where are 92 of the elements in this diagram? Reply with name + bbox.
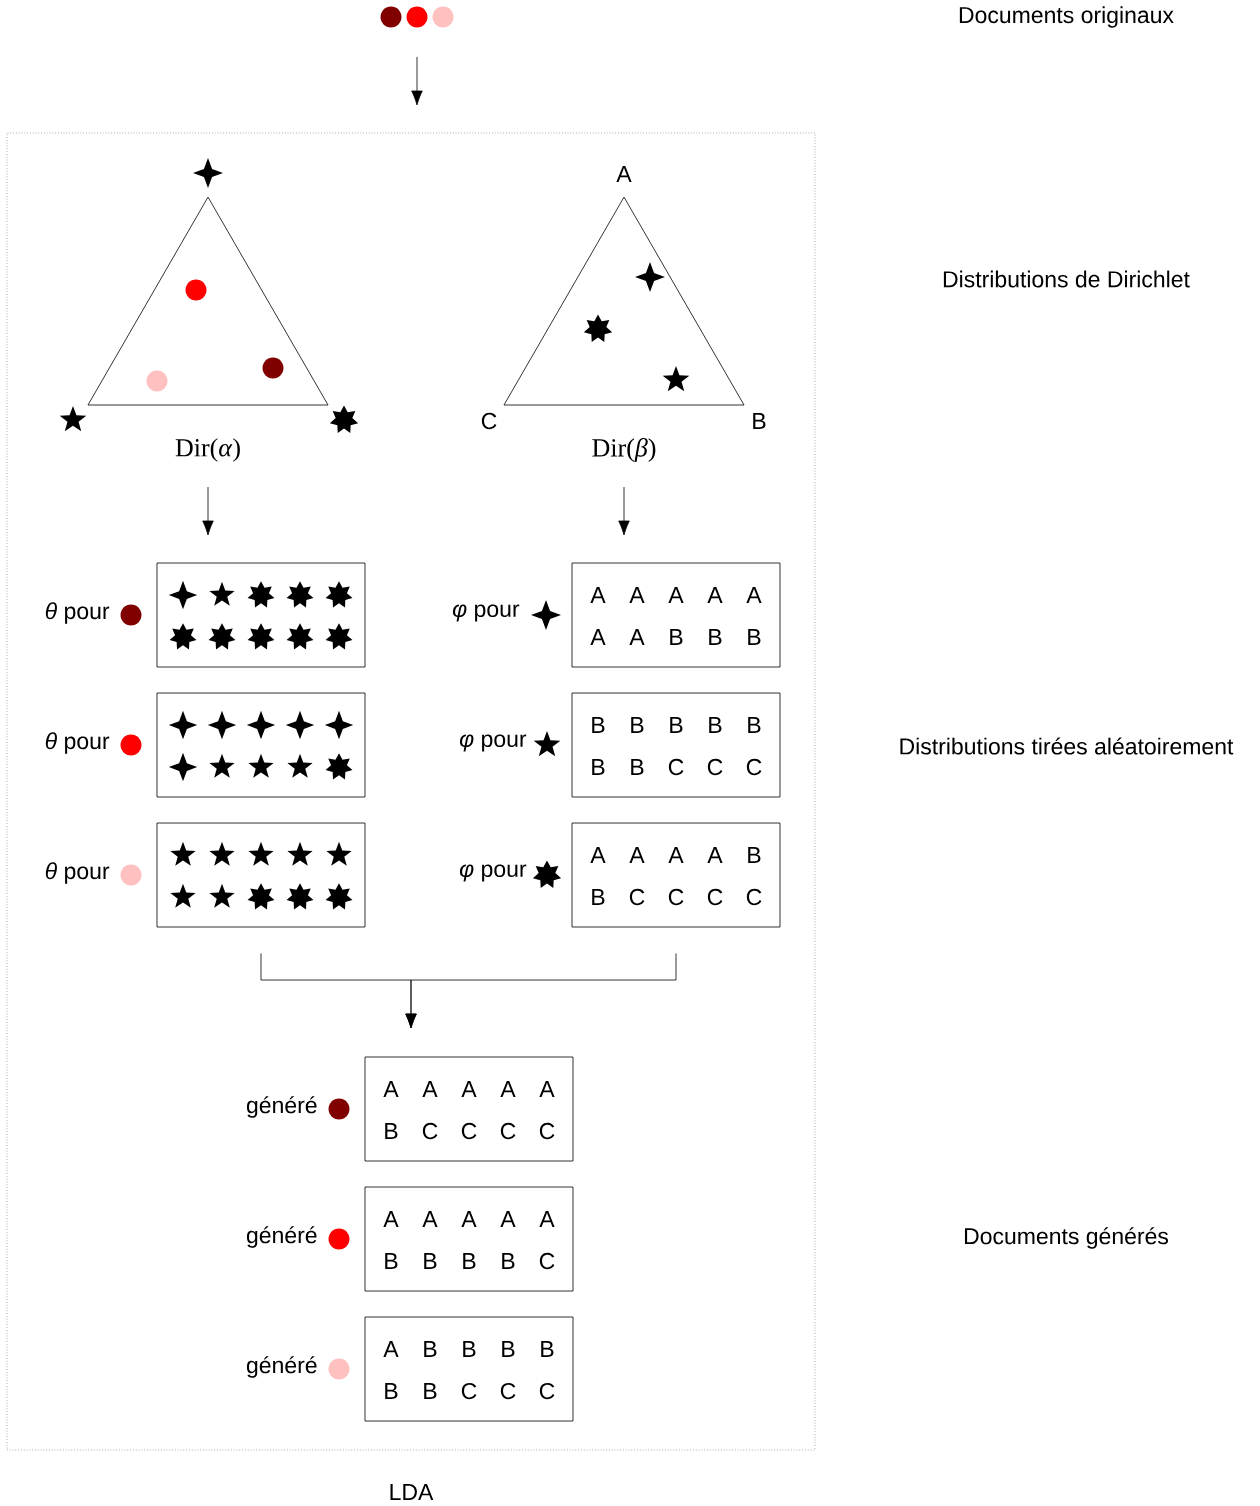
node-label: B	[463, 1341, 476, 1357]
node-label: C	[539, 1122, 555, 1140]
vertex-label: C	[481, 412, 497, 430]
letter-box: A A A A B B C C C C	[571, 822, 781, 928]
node-label: C	[461, 1122, 477, 1140]
dot	[432, 6, 454, 28]
frame-title: LDA	[390, 1484, 434, 1500]
stage-label: Documents générés	[964, 1227, 1169, 1249]
letter-box: B B B B B B B C C C	[571, 692, 781, 798]
row-label: généré	[246, 1226, 317, 1248]
node-label: C	[668, 888, 684, 906]
node-label: C	[668, 758, 684, 776]
node-label: B	[424, 1253, 437, 1269]
node-label: A	[668, 847, 684, 863]
arrow	[618, 486, 630, 536]
node-label: B	[424, 1341, 437, 1357]
node-label: C	[707, 888, 723, 906]
letter-box: A A A A A B B B B C	[364, 1186, 574, 1292]
formula-label: Dir(α)	[175, 438, 240, 462]
node-label: B	[670, 629, 683, 645]
node-label: B	[592, 717, 605, 733]
node-label: B	[631, 759, 644, 775]
node-label: A	[500, 1211, 516, 1227]
node-label: A	[500, 1081, 516, 1097]
node-label: C	[746, 758, 762, 776]
row-label: θ pour	[45, 602, 110, 624]
row-label: généré	[246, 1096, 317, 1118]
node-label: A	[746, 587, 762, 603]
stage-label: Distributions de Dirichlet	[943, 270, 1190, 288]
node-label: A	[422, 1081, 438, 1097]
letter-box: A B B B B B B C C C	[364, 1316, 574, 1422]
node-label: B	[463, 1253, 476, 1269]
node-label: A	[707, 587, 723, 603]
node-label: A	[539, 1211, 555, 1227]
node-label: B	[748, 629, 761, 645]
node-label: B	[631, 717, 644, 733]
node-label: A	[383, 1211, 399, 1227]
bracket-arrow	[405, 953, 677, 1029]
node-label: B	[670, 717, 683, 733]
node-label: A	[422, 1211, 438, 1227]
node-label: B	[385, 1253, 398, 1269]
node-label: A	[461, 1211, 477, 1227]
node-label: A	[668, 587, 684, 603]
node-label: C	[500, 1382, 516, 1400]
node-label: B	[748, 847, 761, 863]
node-label: B	[502, 1341, 515, 1357]
formula-label: Dir(β)	[592, 438, 656, 462]
node-label: A	[539, 1081, 555, 1097]
dot	[406, 6, 428, 28]
arrow	[411, 56, 423, 106]
node-label: A	[461, 1081, 477, 1097]
row-label: θ pour	[45, 732, 110, 754]
letter-box: A A A A A A A B B B	[571, 562, 781, 668]
node-label: B	[592, 889, 605, 905]
row-label: φ pour	[452, 604, 520, 622]
node-label: B	[709, 717, 722, 733]
node-label: B	[541, 1341, 554, 1357]
dot	[380, 6, 402, 28]
node-label: B	[502, 1253, 515, 1269]
node-label: B	[424, 1383, 437, 1399]
node-label: B	[385, 1383, 398, 1399]
node-label: A	[707, 847, 723, 863]
row-label: généré	[246, 1356, 317, 1378]
node-label: B	[385, 1123, 398, 1139]
node-label: A	[383, 1081, 399, 1097]
node-label: A	[590, 847, 606, 863]
row-label: φ pour	[459, 864, 527, 882]
node-label: C	[500, 1122, 516, 1140]
node-label: A	[383, 1341, 399, 1357]
vertex-label: B	[753, 413, 766, 429]
arrow	[202, 486, 214, 536]
row-label: θ pour	[45, 862, 110, 884]
node-label: C	[461, 1382, 477, 1400]
row-label: φ pour	[459, 734, 527, 752]
node-label: C	[422, 1122, 438, 1140]
vertex-label: A	[616, 166, 632, 182]
node-label: B	[748, 717, 761, 733]
node-label: A	[590, 629, 606, 645]
node-label: A	[629, 587, 645, 603]
node-label: A	[629, 629, 645, 645]
node-label: B	[709, 629, 722, 645]
letter-box: A A A A A B C C C C	[364, 1056, 574, 1162]
stage-label: Distributions tirées aléatoirement	[900, 737, 1234, 755]
stage-label: Documents originaux	[959, 6, 1174, 28]
node-label: C	[539, 1252, 555, 1270]
node-label: A	[629, 847, 645, 863]
node-label: C	[707, 758, 723, 776]
node-label: A	[590, 587, 606, 603]
node-label: C	[539, 1382, 555, 1400]
node-label: C	[746, 888, 762, 906]
node-label: C	[629, 888, 645, 906]
node-label: B	[592, 759, 605, 775]
